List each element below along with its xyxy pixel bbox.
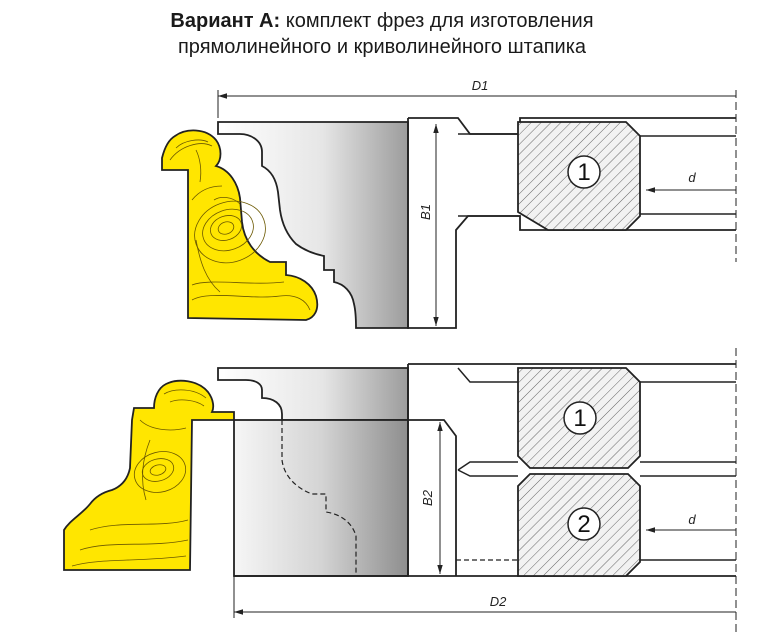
cutter-number-circle-bottom-2: [567, 507, 601, 541]
title-prefix: Вариант А:: [170, 10, 281, 32]
cutter-number-bottom-1: 1: [573, 405, 586, 432]
top-assembly: 1 D1 B1 d: [161, 78, 737, 329]
wood-profile-bottom: [63, 379, 235, 571]
cutter-number-circle-bottom-1: [563, 401, 597, 435]
dim-d-bottom: d: [688, 512, 696, 527]
cutter-body-bottom-2: [233, 419, 409, 577]
dim-D1: D1: [472, 78, 489, 93]
cutter-number-circle-top: [567, 155, 601, 189]
title-line-2: прямолинейного и криволинейного штапика: [177, 36, 587, 58]
cutter-body-top: [217, 121, 409, 329]
dim-B2: B2: [420, 489, 435, 506]
cutter-number-top: 1: [577, 159, 590, 186]
dim-B1: B1: [418, 204, 433, 220]
title-text-1: комплект фрез для изготовления: [285, 10, 594, 32]
wood-profile-top: [161, 129, 319, 321]
cutter-body-bottom-1: [217, 367, 409, 421]
dim-D2: D2: [490, 594, 507, 609]
bottom-assembly: 1 2 B2 d D2: [63, 348, 737, 632]
title-line-1: Вариант А: комплект фрез для изготовлени…: [0, 8, 764, 34]
cutter-number-bottom-2: 2: [577, 511, 590, 538]
dim-d-top: d: [688, 170, 696, 185]
